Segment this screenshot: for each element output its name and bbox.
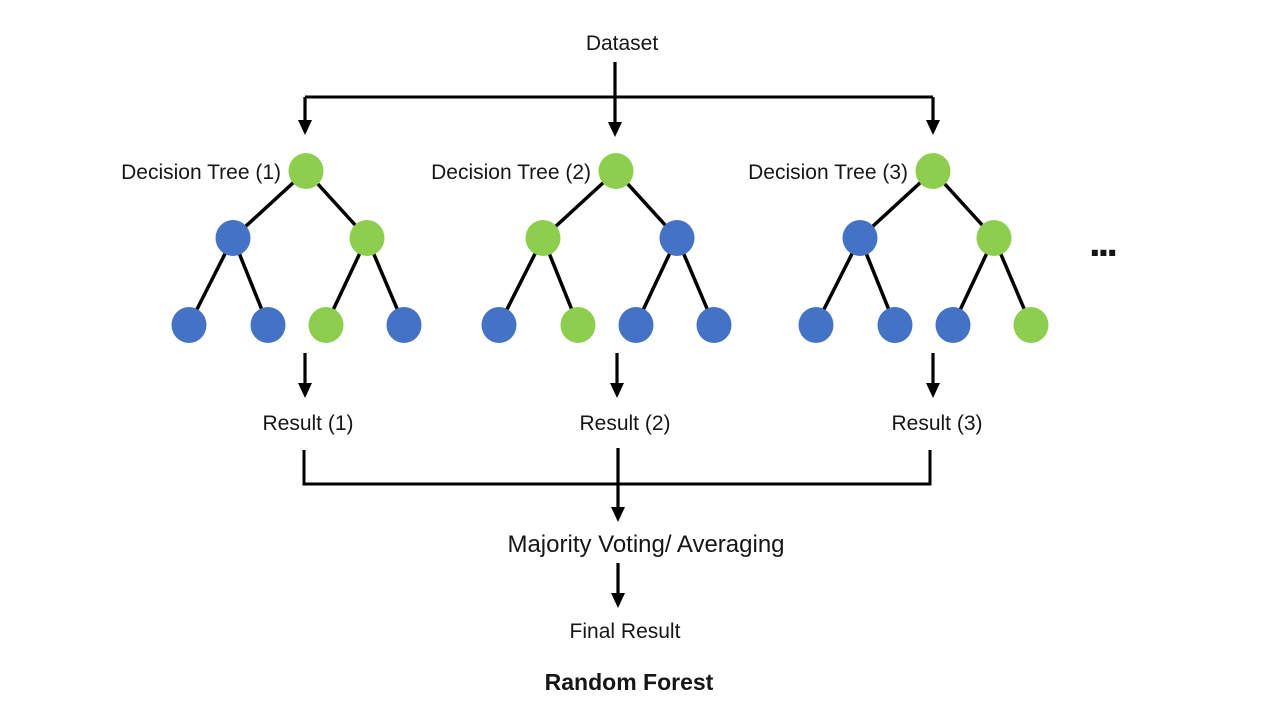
tree-2-leaf-node-1 [481, 307, 517, 343]
majority-voting-label: Majority Voting/ Averaging [507, 531, 784, 558]
tree-3-child-node-2 [976, 220, 1012, 256]
tree-1-child-node-2 [349, 220, 385, 256]
decision-tree-2 [481, 153, 732, 343]
decision-tree-3 [798, 153, 1049, 343]
tree-2-leaf-node-4 [696, 307, 732, 343]
tree-2-child-node-2 [659, 220, 695, 256]
tree-1-leaf-node-4 [386, 307, 422, 343]
tree-2-child-node-1 [525, 220, 561, 256]
decision-tree-2-label: Decision Tree (2) [431, 161, 591, 184]
tree-1-leaf-node-2 [250, 307, 286, 343]
tree-1-leaf-node-3 [308, 307, 344, 343]
result-3-label: Result (3) [891, 412, 982, 435]
tree-3-child-node-1 [842, 220, 878, 256]
dataset-label: Dataset [586, 32, 659, 55]
decision-tree-1 [171, 153, 422, 343]
tree-1-root-node [288, 153, 324, 189]
ellipsis-icon: ... [1089, 218, 1115, 265]
tree-2-leaf-node-2 [560, 307, 596, 343]
tree-1-child-node-1 [215, 220, 251, 256]
result-1-label: Result (1) [262, 412, 353, 435]
decision-tree-1-label: Decision Tree (1) [121, 161, 281, 184]
tree-2-leaf-node-3 [618, 307, 654, 343]
tree-3-root-node [915, 153, 951, 189]
tree-1-leaf-node-1 [171, 307, 207, 343]
decision-tree-3-label: Decision Tree (3) [748, 161, 908, 184]
tree-2-root-node [598, 153, 634, 189]
diagram-title: Random Forest [545, 669, 714, 695]
tree-3-leaf-node-3 [935, 307, 971, 343]
tree-3-leaf-node-2 [877, 307, 913, 343]
final-result-label: Final Result [570, 620, 681, 643]
tree-3-leaf-node-4 [1013, 307, 1049, 343]
result-2-label: Result (2) [579, 412, 670, 435]
tree-3-leaf-node-1 [798, 307, 834, 343]
